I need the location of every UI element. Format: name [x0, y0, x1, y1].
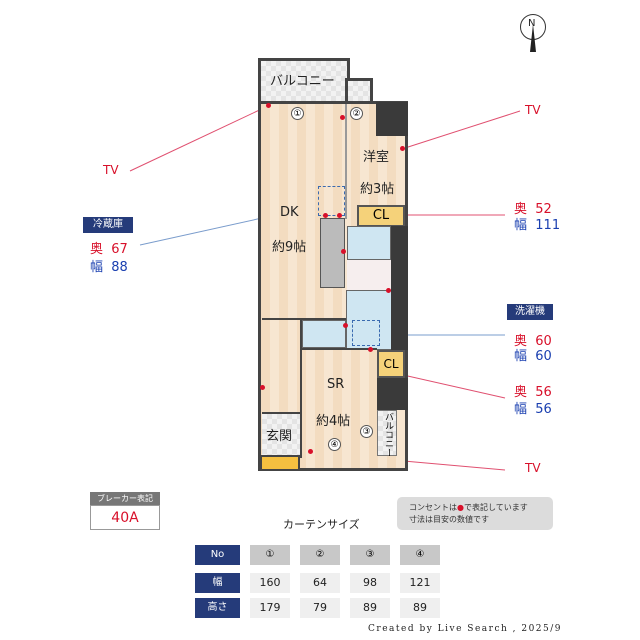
outlet — [341, 249, 346, 254]
changing-room — [347, 260, 391, 290]
header-1: ① — [250, 545, 290, 565]
notice-text-1a: コンセントは — [409, 503, 457, 512]
height-3: 89 — [350, 598, 390, 618]
entrance — [262, 412, 300, 455]
outlet — [266, 103, 271, 108]
closet-1: CL — [357, 205, 405, 227]
tv-label-1: TV — [103, 163, 119, 177]
cl2-width-label: 幅 — [514, 402, 528, 417]
outlet — [337, 213, 342, 218]
washer-width: 60 — [535, 349, 552, 364]
washer-space — [352, 320, 380, 346]
header-2: ② — [300, 545, 340, 565]
fridge-width: 88 — [111, 260, 128, 275]
balcony-label: バルコニー — [270, 74, 335, 89]
cl1-width-label: 幅 — [514, 218, 528, 233]
washer-title: 洗濯機 — [507, 304, 553, 320]
notice-text-1b: で表記しています — [463, 503, 528, 512]
cl2-depth: 56 — [535, 385, 552, 400]
footer-credit: Created by Live Search , 2025/9 — [368, 624, 563, 634]
toilet — [302, 320, 346, 348]
width-2: 64 — [300, 573, 340, 593]
curtain-title: カーテンサイズ — [283, 518, 360, 531]
cl-leader-2 — [389, 371, 506, 399]
balcony-top-small — [345, 78, 373, 104]
washer-depth: 60 — [535, 334, 552, 349]
entrance-door[interactable] — [260, 455, 300, 471]
dk-label: DK — [280, 205, 299, 220]
outlet — [308, 449, 313, 454]
window-1: ① — [291, 107, 304, 120]
fridge-space — [318, 186, 345, 216]
outlet-icon: ● — [457, 503, 464, 512]
cl1-depth: 52 — [535, 202, 552, 217]
breaker-value: 40A — [90, 505, 160, 530]
outlet — [400, 146, 405, 151]
outlet — [340, 115, 345, 120]
tv-leader-1 — [129, 105, 269, 172]
cl1-depth-label: 奥 — [514, 202, 528, 217]
outlet — [386, 288, 391, 293]
window-2: ② — [350, 107, 363, 120]
header-3: ③ — [350, 545, 390, 565]
window-4: ④ — [328, 438, 341, 451]
washer-width-label: 幅 — [514, 349, 528, 364]
notice-box: コンセントは●で表記しています 寸法は目安の数値です — [397, 497, 553, 530]
tv-leader-2 — [404, 110, 521, 149]
cl2-depth-label: 奥 — [514, 385, 528, 400]
western-room-size: 約3帖 — [360, 182, 395, 197]
dk-size: 約9帖 — [272, 240, 307, 255]
bathtub — [347, 226, 391, 260]
width-3: 98 — [350, 573, 390, 593]
width-4: 121 — [400, 573, 440, 593]
tv-label-2: TV — [525, 103, 541, 117]
cl1-width: 111 — [535, 218, 561, 233]
width-1: 160 — [250, 573, 290, 593]
header-4: ④ — [400, 545, 440, 565]
compass-icon: N — [518, 10, 548, 52]
entrance-label: 玄関 — [266, 429, 293, 444]
fridge-depth: 67 — [111, 242, 128, 257]
balcony-small-label: バルコニー — [383, 412, 393, 457]
washer-depth-label: 奥 — [514, 334, 528, 349]
row-height-label: 高さ — [195, 598, 240, 618]
height-1: 179 — [250, 598, 290, 618]
fridge-width-label: 幅 — [90, 260, 104, 275]
outlet — [368, 347, 373, 352]
sr-size: 約4帖 — [316, 414, 351, 429]
outlet — [323, 213, 328, 218]
header-no: No — [195, 545, 240, 565]
row-width-label: 幅 — [195, 573, 240, 593]
outlet — [343, 323, 348, 328]
notice-text-2: 寸法は目安の数値です — [409, 515, 489, 524]
fridge-depth-label: 奥 — [90, 242, 104, 257]
closet-2: CL — [377, 350, 405, 378]
balcony-small — [377, 410, 397, 456]
height-2: 79 — [300, 598, 340, 618]
height-4: 89 — [400, 598, 440, 618]
fridge-title: 冷蔵庫 — [83, 217, 133, 233]
sr-label: SR — [327, 377, 345, 392]
tv-label-3: TV — [525, 461, 541, 475]
kitchen-counter — [320, 218, 345, 288]
western-room-label: 洋室 — [363, 150, 390, 165]
breaker-label: ブレーカー表記 — [90, 492, 160, 505]
outlet — [260, 385, 265, 390]
cl2-width: 56 — [535, 402, 552, 417]
window-3: ③ — [360, 425, 373, 438]
